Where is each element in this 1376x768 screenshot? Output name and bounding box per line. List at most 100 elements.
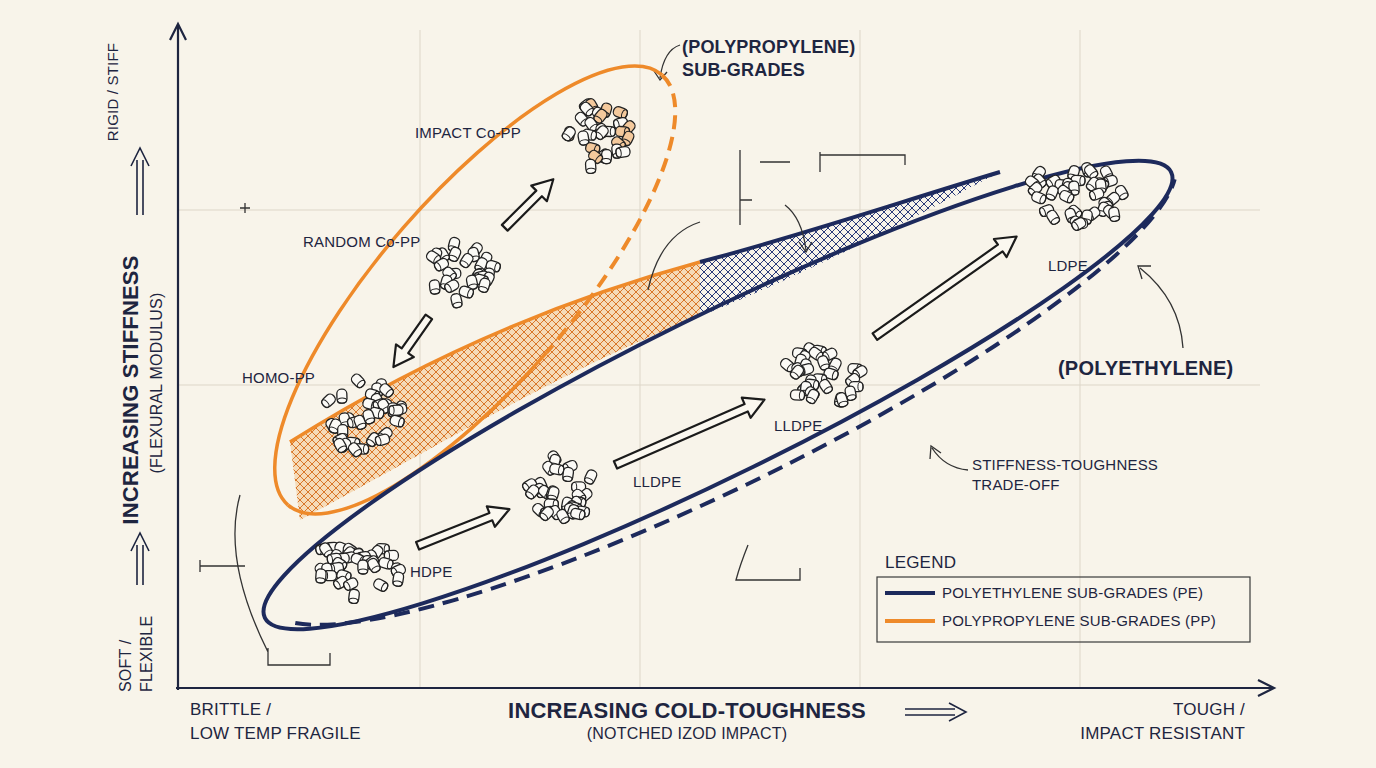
pellet-end xyxy=(1119,192,1130,201)
pellet-end xyxy=(339,561,348,572)
pellet xyxy=(468,241,484,258)
pellet-end xyxy=(320,568,330,578)
pellet-end xyxy=(332,580,341,591)
pellet-body xyxy=(1030,190,1047,205)
pellet-end xyxy=(1038,207,1046,217)
pellet-end xyxy=(813,380,819,390)
pellet-body xyxy=(375,543,390,554)
pellet-body xyxy=(566,501,582,514)
pellet xyxy=(471,268,488,283)
pellet-end xyxy=(358,556,366,566)
pellet xyxy=(1069,181,1080,196)
pellet-end xyxy=(349,598,359,604)
pellet xyxy=(566,504,580,520)
pellet xyxy=(446,268,461,279)
pellet-end xyxy=(316,578,326,584)
pellet-body xyxy=(450,293,463,309)
pellet xyxy=(538,505,555,522)
pellet xyxy=(1066,204,1083,221)
grade-label: IMPACT Co-PP xyxy=(415,123,521,143)
pellet xyxy=(615,146,630,158)
pellet xyxy=(817,355,831,372)
pellet-end xyxy=(593,131,603,141)
pellet xyxy=(336,569,352,583)
pellet-body xyxy=(562,459,579,474)
pellet-end xyxy=(610,127,616,136)
pellet-end xyxy=(1104,197,1114,207)
grade-label: HOMO-PP xyxy=(242,368,315,388)
pellet xyxy=(547,486,560,502)
pellet-end xyxy=(578,103,588,113)
pellet xyxy=(811,345,827,358)
pellet-body xyxy=(328,418,343,435)
pellet-end xyxy=(796,386,805,397)
pellet-body xyxy=(547,486,560,502)
pellet-end xyxy=(380,582,389,593)
pellet-body xyxy=(336,569,352,583)
pellet-end xyxy=(563,476,573,482)
pellet-body xyxy=(583,116,599,133)
pellet-body xyxy=(485,260,501,273)
pellet-body xyxy=(370,392,385,409)
pellet-end xyxy=(572,482,577,491)
pellet-end xyxy=(1084,170,1094,178)
pellet-body xyxy=(347,441,363,458)
pellet-end xyxy=(805,396,816,405)
pellet-body xyxy=(327,553,342,565)
pellet-end xyxy=(553,500,559,509)
pellet-body xyxy=(563,126,575,141)
pellet-end xyxy=(538,484,549,493)
family-title: (POLYPROPYLENE) SUB-GRADES xyxy=(682,36,882,83)
pellet-end xyxy=(564,135,574,141)
pellet-end xyxy=(365,438,375,448)
axis-subtitle: (NOTCHED IZOD IMPACT) xyxy=(467,724,907,745)
pellet-end xyxy=(370,557,377,567)
pellet-body xyxy=(372,577,389,592)
pellet xyxy=(583,468,598,485)
pellet-body xyxy=(366,557,381,574)
pellet-body xyxy=(566,504,580,520)
pellet-end xyxy=(1070,190,1080,196)
pellet-body xyxy=(368,544,384,561)
pellet xyxy=(844,385,857,401)
pellet-body xyxy=(443,278,460,294)
pellet-end xyxy=(342,581,351,592)
pellet-end xyxy=(1071,183,1078,193)
pellet-end xyxy=(1097,188,1107,194)
pellet xyxy=(1070,216,1087,232)
pellet xyxy=(570,507,586,520)
pellet-body xyxy=(1045,174,1062,190)
pellet-body xyxy=(353,414,368,431)
pellet-body xyxy=(1061,177,1074,193)
pellet-end xyxy=(332,436,341,447)
pellet xyxy=(376,398,391,415)
grade-family: (POLYETHYLENE)HDPELLDPELLDPELDPE xyxy=(250,150,1190,640)
pellet-body xyxy=(579,100,596,117)
pellet-body xyxy=(577,130,589,146)
pellet-end xyxy=(328,556,339,565)
pellet-body xyxy=(534,476,549,493)
pellet xyxy=(798,363,814,376)
pellet xyxy=(433,257,450,273)
pellet-body xyxy=(1068,214,1084,231)
pellet-body xyxy=(599,102,613,118)
family-title: (POLYETHYLENE) xyxy=(1058,355,1278,381)
pellet-body xyxy=(435,246,451,263)
pellet-end xyxy=(613,119,620,129)
pellet-end xyxy=(387,559,394,569)
pellet-end xyxy=(1045,193,1055,201)
progression-arrow xyxy=(416,506,509,549)
pellet-end xyxy=(844,378,854,388)
pellet xyxy=(835,392,849,408)
pellet-end xyxy=(594,154,604,164)
pellet-end xyxy=(580,498,587,508)
pellet xyxy=(571,495,587,508)
pellet-body xyxy=(804,379,819,391)
pellet-end xyxy=(337,445,348,454)
pellet xyxy=(545,485,559,502)
pellet-body xyxy=(315,569,326,584)
pellet-body xyxy=(572,482,586,492)
pellet-body xyxy=(340,545,357,562)
pellet-end xyxy=(553,512,564,521)
pellet-body xyxy=(827,357,842,374)
